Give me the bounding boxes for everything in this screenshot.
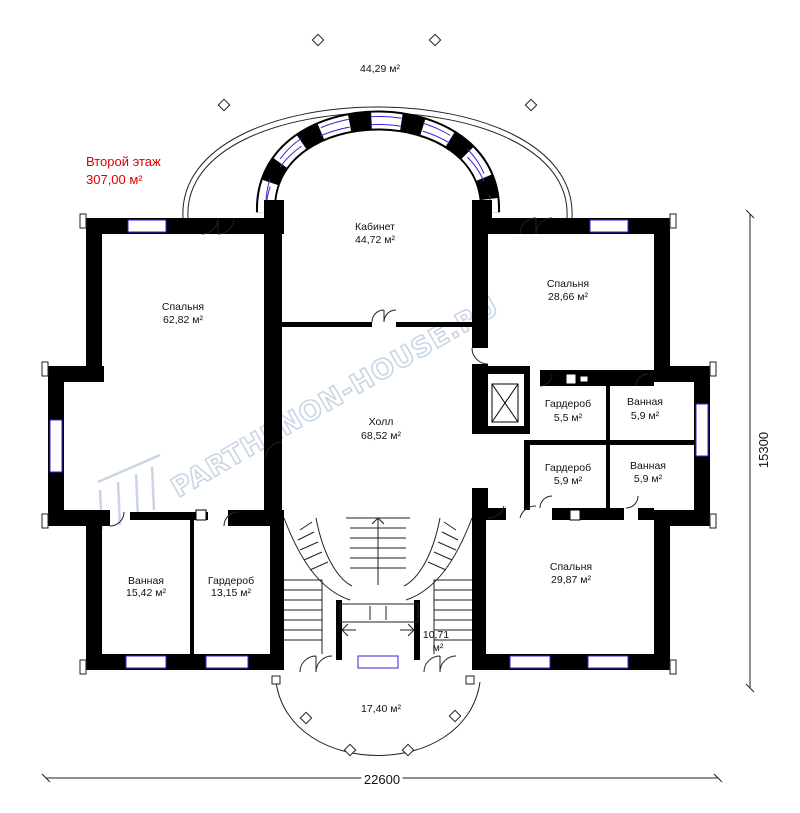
corner-posts <box>41 213 717 675</box>
floor-title: Второй этаж <box>86 154 161 169</box>
terrace-top-posts <box>217 33 538 112</box>
floor-area: 307,00 м² <box>86 172 143 187</box>
fixtures <box>195 373 589 521</box>
windows <box>49 219 709 669</box>
room-name-wardrobe-left: Гардероб <box>208 575 254 587</box>
terrace-bottom-outline <box>275 681 481 756</box>
terrace-bottom-posts <box>271 675 475 757</box>
room-name-cabinet: Кабинет <box>355 221 395 233</box>
room-name-wardrobe-a: Гардероб <box>545 398 591 410</box>
room-area-wardrobe-left: 13,15 м² <box>211 587 251 599</box>
room-name-bath-a: Ванная <box>627 396 663 408</box>
room-name-wardrobe-b: Гардероб <box>545 462 591 474</box>
room-area-bath-left: 15,42 м² <box>126 587 166 599</box>
room-area-hall: 68,52 м² <box>361 430 401 442</box>
room-area-wardrobe-a: 5,5 м² <box>554 412 583 424</box>
room-area-bath-a: 5,9 м² <box>631 410 660 422</box>
room-name-hall: Холл <box>369 416 394 428</box>
depth-dimension: 15300 <box>756 432 771 468</box>
rotunda <box>255 110 501 217</box>
room-name-bedroom-left: Спальня <box>162 301 204 313</box>
room-name-bedroom-right-top: Спальня <box>547 278 589 290</box>
room-name-bath-b: Ванная <box>630 460 666 472</box>
room-area-bath-b: 5,9 м² <box>634 473 663 485</box>
room-area-terrace-top: 44,29 м² <box>360 63 400 75</box>
room-labels: 44,29 м² Кабинет 44,72 м² Спальня 62,82 … <box>126 63 666 715</box>
doors <box>109 217 649 673</box>
room-area-bedroom-right-bottom: 29,87 м² <box>551 574 591 586</box>
room-area-cabinet: 44,72 м² <box>355 234 395 246</box>
room-name-bath-left: Ванная <box>128 575 164 587</box>
room-area-terrace-bottom: 17,40 м² <box>361 703 401 715</box>
staircase <box>283 517 473 654</box>
room-area-wardrobe-b: 5,9 м² <box>554 475 583 487</box>
width-dimension: 22600 <box>364 772 400 787</box>
room-name-bedroom-right-bottom: Спальня <box>550 561 592 573</box>
room-area-bedroom-left: 62,82 м² <box>163 314 203 326</box>
dimension-lines <box>41 209 755 783</box>
room-area-bedroom-right-top: 28,66 м² <box>548 291 588 303</box>
